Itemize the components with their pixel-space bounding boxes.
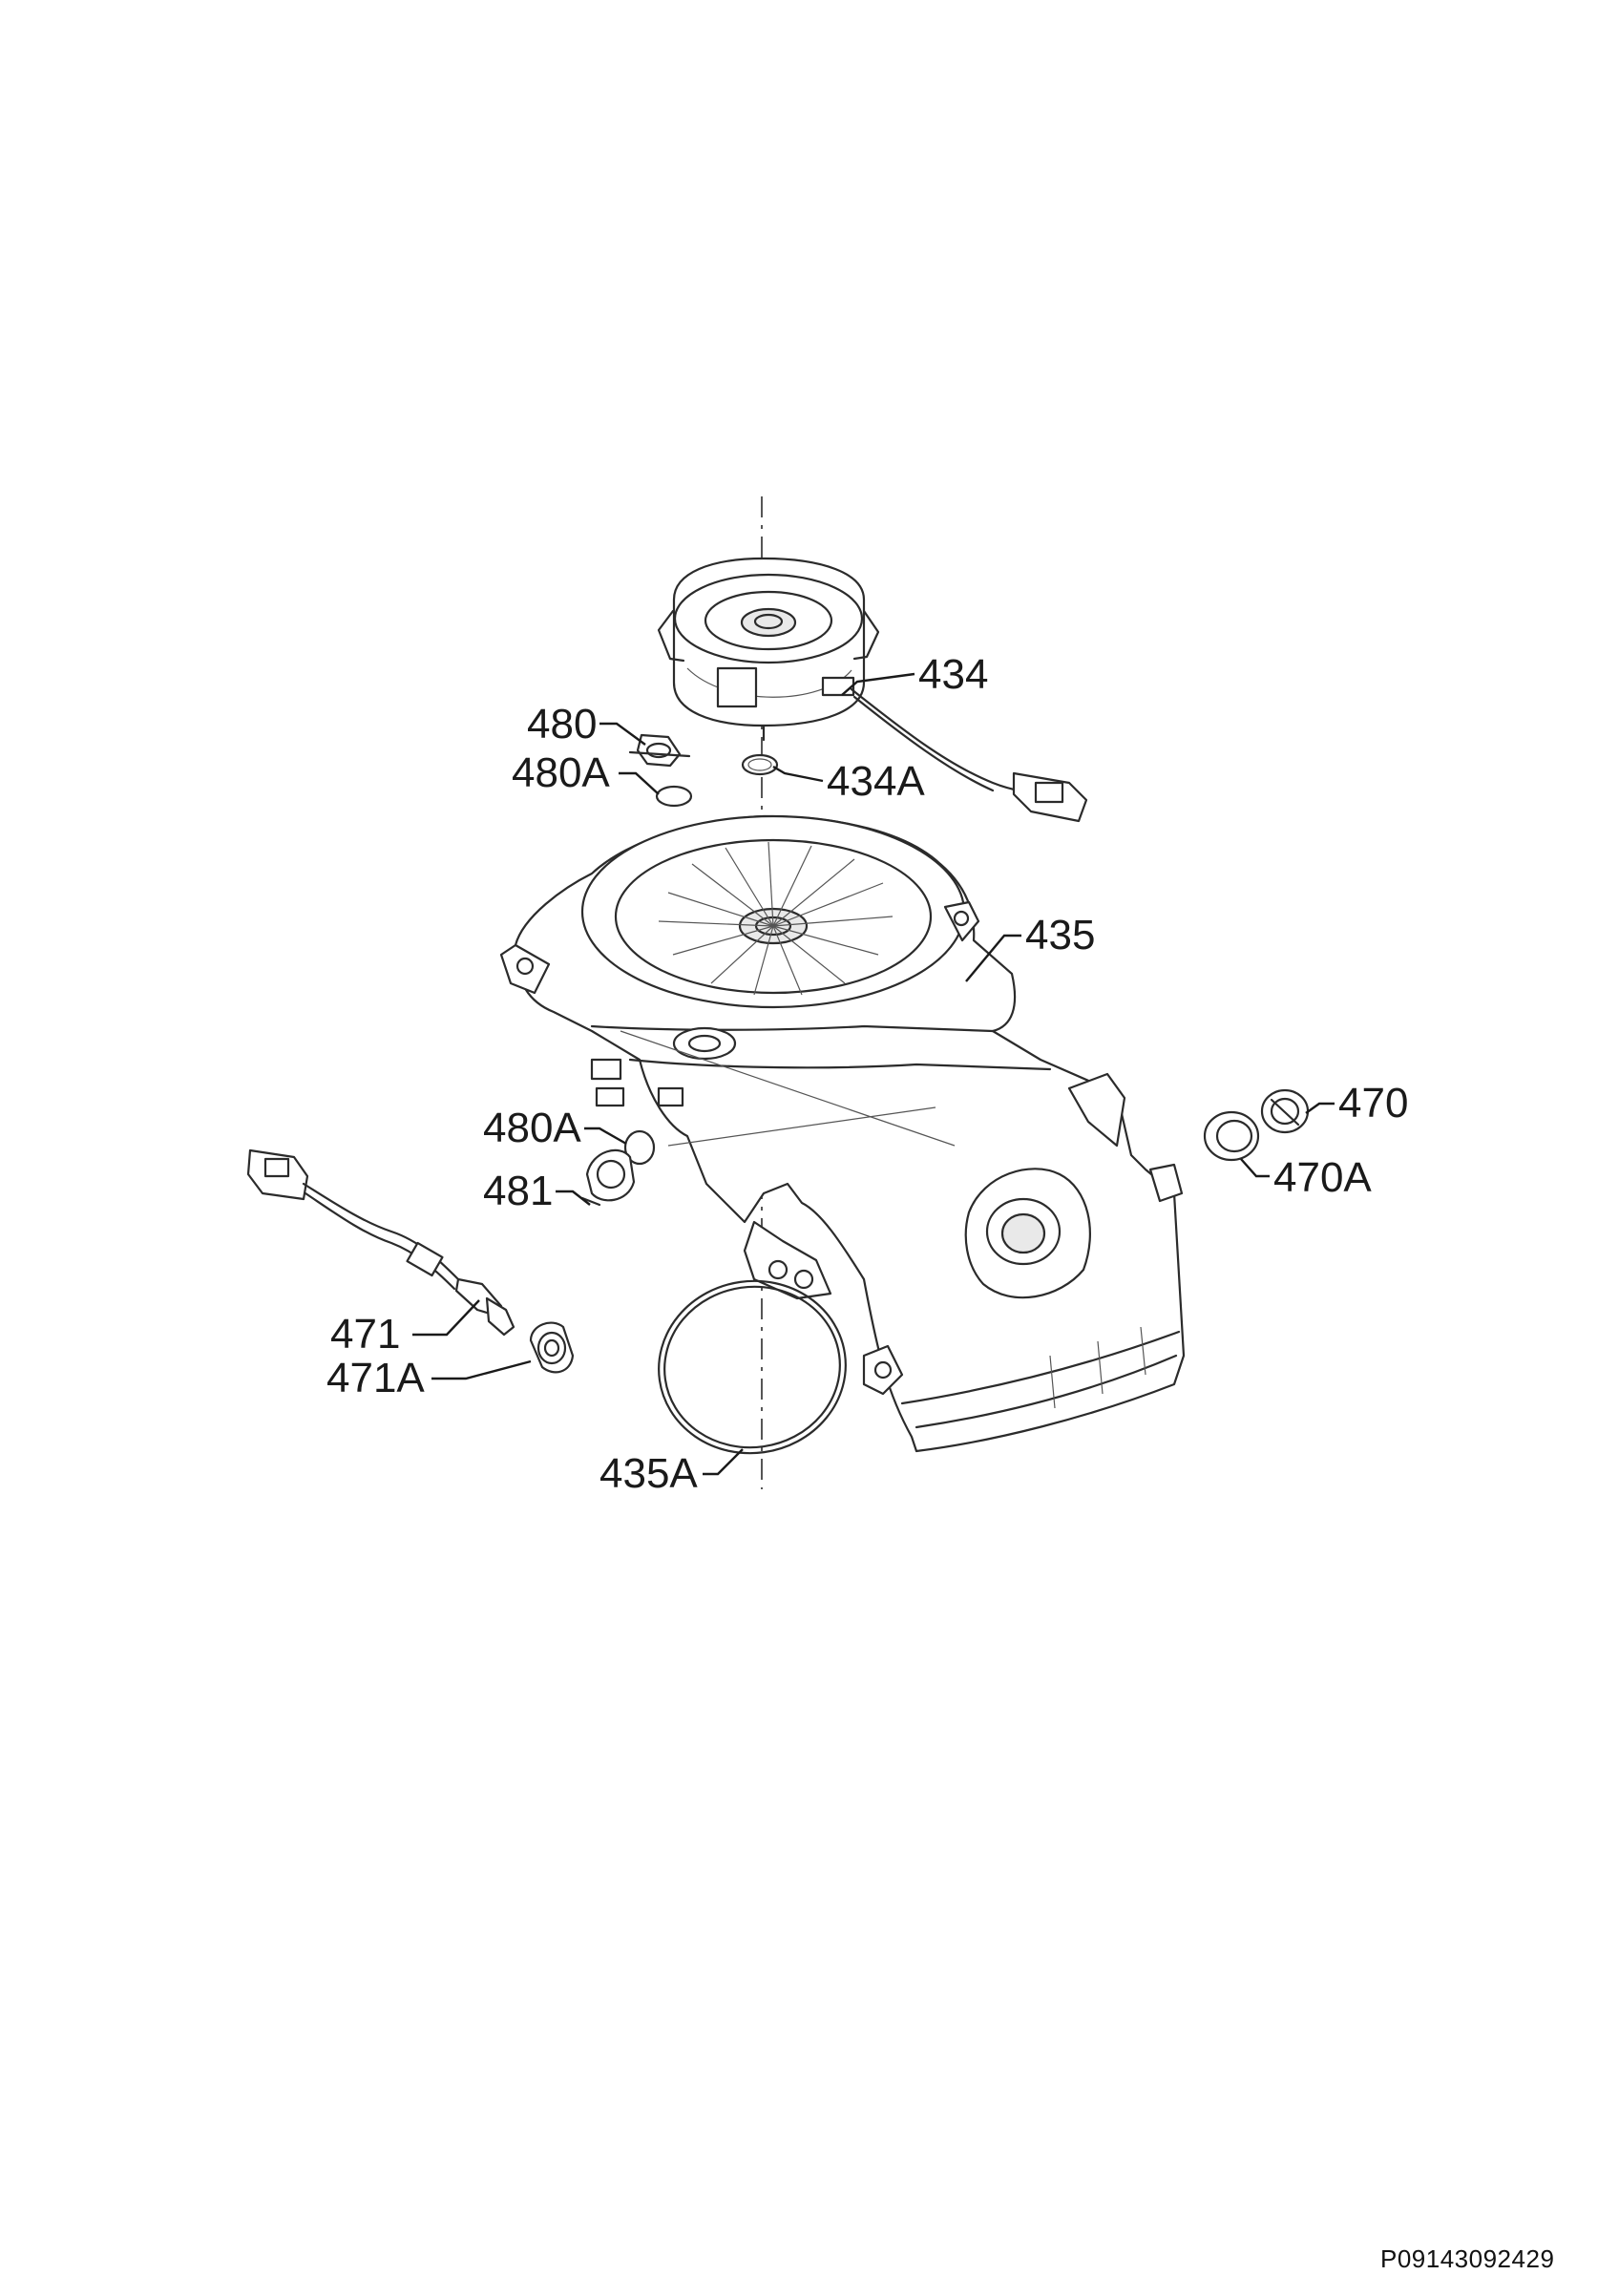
part-434a-ring [741, 753, 779, 776]
leader-480a-mid [584, 1127, 627, 1146]
part-471a-nut [529, 1321, 575, 1374]
part-434-motor [657, 557, 880, 742]
part-480-sensor [628, 733, 691, 768]
connector-434 [1012, 771, 1088, 823]
leader-480a-top [619, 771, 660, 795]
leader-471a [431, 1359, 532, 1380]
part-471-sensor [246, 1148, 515, 1337]
callout-480a-mid: 480A [483, 1105, 581, 1151]
callout-434: 434 [918, 651, 989, 698]
callout-480a-top: 480A [512, 749, 610, 796]
callout-471a: 471A [326, 1355, 425, 1401]
leader-470a [1240, 1158, 1270, 1178]
part-470-plug [1260, 1088, 1310, 1134]
leader-480 [599, 722, 646, 746]
callout-481: 481 [483, 1168, 554, 1214]
part-481-clip [580, 1148, 636, 1207]
leader-435 [965, 934, 1021, 982]
leader-471 [412, 1299, 480, 1337]
part-480a-ring-mid [623, 1129, 656, 1166]
callout-435a: 435A [599, 1450, 698, 1497]
leader-470 [1305, 1102, 1335, 1114]
leader-lines [412, 672, 1335, 1476]
callout-434a: 434A [827, 758, 925, 805]
callout-471: 471 [330, 1311, 401, 1358]
callout-470: 470 [1338, 1080, 1409, 1127]
leader-434 [841, 672, 915, 696]
leader-481 [556, 1190, 591, 1206]
part-435-housing [499, 814, 1186, 1453]
part-480a-ring-top [655, 785, 693, 808]
callout-435: 435 [1025, 912, 1096, 958]
leader-435a [703, 1448, 744, 1476]
callout-480: 480 [527, 701, 598, 748]
leader-434a [772, 765, 824, 783]
part-435a-gasket [658, 1279, 847, 1455]
part-470a-ring [1203, 1110, 1260, 1162]
document-code: P09143092429 [1380, 2244, 1555, 2273]
callout-470a: 470A [1273, 1154, 1372, 1201]
